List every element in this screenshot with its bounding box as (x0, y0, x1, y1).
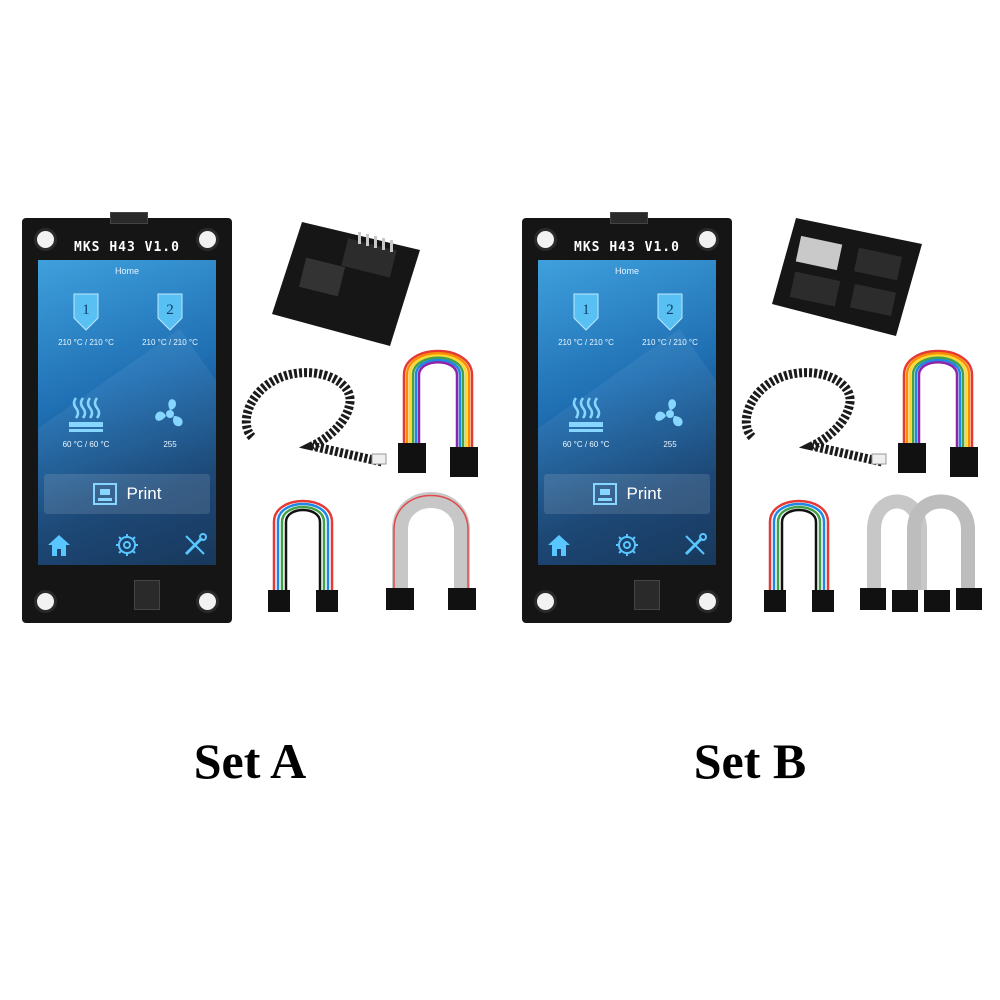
mounting-hole (534, 590, 557, 613)
extruder-1-tile[interactable]: 1 210 °C / 210 °C (46, 292, 126, 347)
coiled-cable (241, 368, 387, 467)
mounting-hole (34, 228, 57, 251)
gray-ribbon-cable (386, 492, 476, 610)
fan-icon (155, 399, 183, 427)
printer-icon (92, 483, 117, 505)
print-label: Print (126, 484, 162, 503)
print-button[interactable]: Print (544, 474, 710, 514)
rainbow-ribbon-cable (398, 349, 478, 477)
touch-screen: Home 1 210 °C / 210 °C 2 210 °C / 210 °C (538, 260, 716, 565)
printer-icon (592, 483, 617, 505)
extruder-2-temps: 210 °C / 210 °C (142, 338, 198, 347)
mks-h43-display-board: MKS H43 V1.0 Home 1 210 °C / 210 °C 2 21… (22, 212, 232, 623)
gear-icon[interactable] (114, 532, 140, 558)
coiled-cable (741, 368, 887, 467)
extruder-1-temps: 210 °C / 210 °C (558, 338, 614, 347)
bed-temps: 60 °C / 60 °C (62, 440, 110, 449)
top-connector (610, 212, 648, 224)
fan-tile[interactable]: 255 (630, 394, 710, 449)
extruder-1-tile[interactable]: 1 210 °C / 210 °C (546, 292, 626, 347)
touch-screen: Home 1 210 °C / 210 °C 2 210 °C / 210 °C (38, 260, 216, 565)
nozzle-icon: 1 (573, 293, 599, 331)
home-icon[interactable] (46, 532, 72, 558)
bed-tile[interactable]: 60 °C / 60 °C (46, 394, 126, 449)
tools-icon[interactable] (182, 532, 208, 558)
extruder-2-temps: 210 °C / 210 °C (642, 338, 698, 347)
home-icon[interactable] (546, 532, 572, 558)
print-label: Print (626, 484, 662, 503)
bottom-nav (538, 525, 716, 565)
nozzle-icon: 1 (73, 293, 99, 331)
mounting-hole (696, 590, 719, 613)
bed-temps: 60 °C / 60 °C (562, 440, 610, 449)
fan-icon (655, 399, 683, 427)
bottom-nav (38, 525, 216, 565)
extruder-2-tile[interactable]: 2 210 °C / 210 °C (130, 292, 210, 347)
set-caption: Set A (193, 733, 307, 789)
set-a: MKS H43 V1.0 Home 1 210 °C / 210 °C 2 21… (0, 0, 500, 1000)
gray-ribbon-cable-pair (860, 494, 982, 612)
rainbow-ribbon-cable (898, 349, 978, 477)
extruder-1-temps: 210 °C / 210 °C (58, 338, 114, 347)
mounting-hole (196, 590, 219, 613)
page-title: Home (114, 266, 139, 276)
adapter-board (272, 222, 420, 346)
extruder-number: 1 (582, 302, 590, 318)
print-button[interactable]: Print (44, 474, 210, 514)
fan-tile[interactable]: 255 (130, 394, 210, 449)
set-caption: Set B (693, 733, 807, 789)
bottom-connector (634, 580, 660, 610)
set-b: MKS H43 V1.0 Home 1 210 °C / 210 °C 2 21… (500, 0, 1000, 1000)
mounting-hole (196, 228, 219, 251)
mounting-hole (696, 228, 719, 251)
fan-value: 255 (163, 440, 177, 449)
board-title: MKS H43 V1.0 (74, 240, 180, 255)
mks-h43-display-board: MKS H43 V1.0 Home 1 210 °C / 210 °C 2 21… (522, 212, 732, 623)
fan-value: 255 (663, 440, 677, 449)
nozzle-icon: 2 (657, 293, 683, 331)
extruder-number: 2 (666, 302, 674, 318)
mounting-hole (34, 590, 57, 613)
board-title: MKS H43 V1.0 (574, 240, 680, 255)
mounting-hole (534, 228, 557, 251)
dupont-jumper-cable (268, 499, 338, 612)
dupont-jumper-cable (764, 499, 834, 612)
extruder-2-tile[interactable]: 2 210 °C / 210 °C (630, 292, 710, 347)
bed-tile[interactable]: 60 °C / 60 °C (546, 394, 626, 449)
extruder-number: 1 (82, 302, 90, 318)
nozzle-icon: 2 (157, 293, 183, 331)
top-connector (110, 212, 148, 224)
gear-icon[interactable] (614, 532, 640, 558)
heated-bed-icon (569, 397, 603, 432)
tools-icon[interactable] (682, 532, 708, 558)
heated-bed-icon (69, 397, 103, 432)
page-title: Home (614, 266, 639, 276)
bottom-connector (134, 580, 160, 610)
sd-card-adapter-board (772, 218, 922, 336)
extruder-number: 2 (166, 302, 174, 318)
